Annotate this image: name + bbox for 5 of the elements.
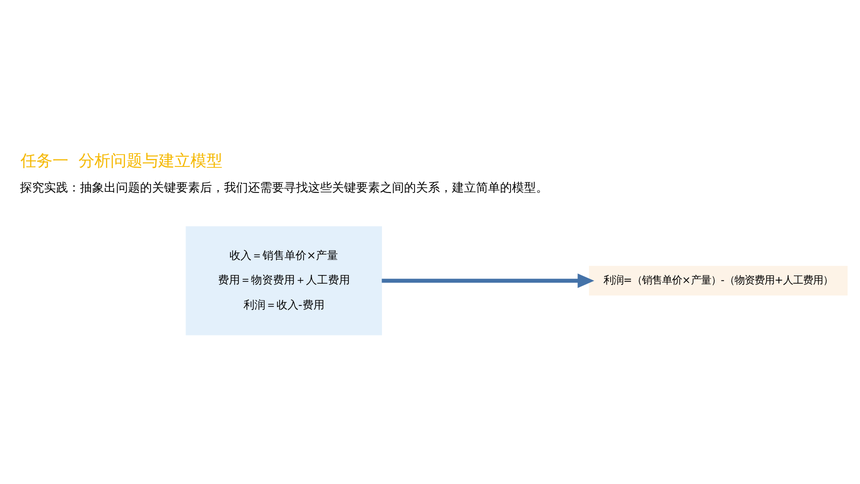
node-box: 收入＝销售单价×产量 费用＝物资费用＋人工费用 利润＝收入-费用 bbox=[186, 226, 382, 335]
node-box: 利润=（销售单价×产量）-（物资费用+人工费用） bbox=[588, 265, 848, 296]
diagram-title: 任务一 分析问题与建立模型 bbox=[20, 150, 223, 170]
arrow bbox=[382, 272, 594, 288]
label: 探究实践：抽象出问题的关键要素后，我们还需要寻找这些关键要素之间的关系，建立简单的模型。 bbox=[20, 180, 548, 194]
